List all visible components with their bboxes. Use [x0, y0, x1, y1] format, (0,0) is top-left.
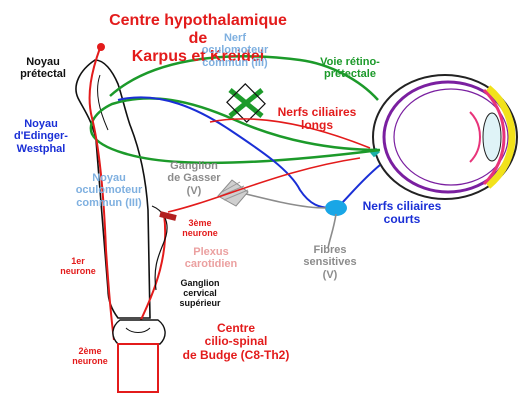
label-premier-neurone: 1er neurone: [60, 256, 96, 277]
label-deuxieme-neurone: 2ème neurone: [72, 346, 108, 367]
hypothalamic-centre-dot: [97, 43, 105, 51]
label-troisieme-neurone: 3ème neurone: [182, 218, 218, 239]
third-neuron-pathway: [167, 157, 361, 213]
oculomotor-pathway: [117, 96, 333, 209]
label-fibres-sensitives: Fibres sensitives (V): [303, 244, 357, 281]
sensory-fibres: [229, 189, 337, 249]
optic-chiasm: [226, 83, 266, 123]
label-nerfs-ciliaires-courts: Nerfs ciliaires courts: [362, 199, 442, 227]
label-plexus-carotidien: Plexus carotidien: [184, 246, 238, 271]
label-centre-hypothalamique: Centre hypothalamique de Karpus et Kreid…: [109, 12, 287, 65]
label-ganglion-cervical: Ganglion cervical supérieur: [179, 278, 221, 309]
superior-cervical-ganglion: [151, 205, 177, 291]
ciliary-ganglion: [325, 200, 347, 216]
label-ganglion-gasser: Ganglion de Gasser (V): [167, 160, 221, 197]
label-nerf-oculomoteur: Nerf oculomoteur commun (III): [201, 32, 269, 69]
retino-pretectal-top: [109, 55, 379, 101]
label-noyau-oculomoteur: Noyau oculomoteur commun (III): [75, 172, 143, 209]
spinal-cord-segment: [112, 319, 166, 393]
brainstem-inner-line: [97, 74, 109, 131]
label-noyau-edinger-westphal: Noyau d'Edinger- Westphal: [14, 118, 68, 155]
retino-pretectal-pathway: [89, 97, 381, 165]
label-voie-retino-pretectale: Voie rétino- prétectale: [320, 56, 380, 81]
long-ciliary-nerves: [209, 118, 371, 149]
label-noyau-pretectal: Noyau prétectal: [20, 56, 66, 81]
gasserian-ganglion: [217, 179, 249, 207]
label-nerfs-ciliaires-longs: Nerfs ciliaires longs: [277, 105, 357, 133]
first-neuron-pathway: [88, 47, 115, 341]
eyeball: [370, 74, 518, 200]
label-centre-ciliospinal: Centre cilio-spinal de Budge (C8-Th2): [182, 321, 290, 362]
